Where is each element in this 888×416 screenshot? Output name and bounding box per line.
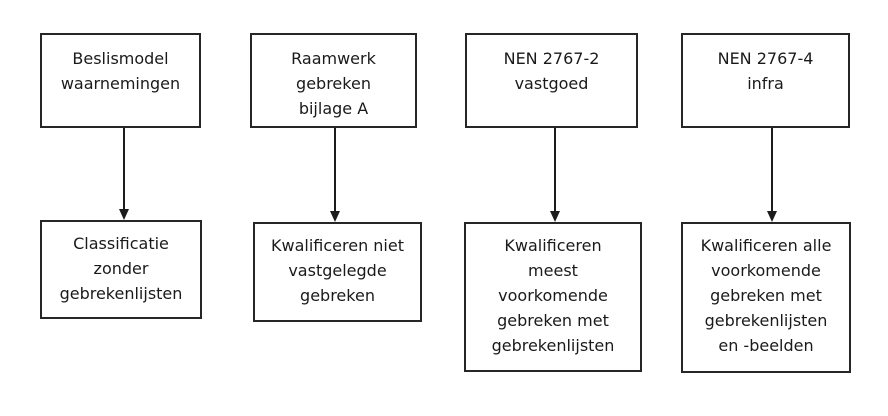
flow-box-kwalificeren-meest-voorkomende-gebreken: Kwalificeren meest voorkomende gebreken … <box>464 222 642 372</box>
arrow-shaft <box>123 128 125 209</box>
arrow-shaft <box>554 128 556 211</box>
flow-box-kwalificeren-alle-voorkomende-gebreken: Kwalificeren alle voorkomende gebreken m… <box>681 222 851 373</box>
arrow-head-down-icon <box>330 211 340 222</box>
arrow-head-down-icon <box>767 211 777 222</box>
arrow-shaft <box>771 128 773 211</box>
arrow-head-down-icon <box>550 211 560 222</box>
flow-box-raamwerk-gebreken-bijlage-a: Raamwerk gebreken bijlage A <box>250 33 417 128</box>
arrow-shaft <box>334 128 336 211</box>
flow-box-nen-2767-2-vastgoed: NEN 2767-2 vastgoed <box>465 33 638 128</box>
flow-box-classificatie-zonder-gebrekenlijsten: Classificatie zonder gebrekenlijsten <box>40 220 202 319</box>
flow-box-beslismodel-waarnemingen: Beslismodel waarnemingen <box>40 33 201 128</box>
arrow-head-down-icon <box>119 209 129 220</box>
flow-box-nen-2767-4-infra: NEN 2767-4 infra <box>681 33 850 128</box>
flow-box-kwalificeren-niet-vastgelegde-gebreken: Kwalificeren niet vastgelegde gebreken <box>253 222 422 322</box>
